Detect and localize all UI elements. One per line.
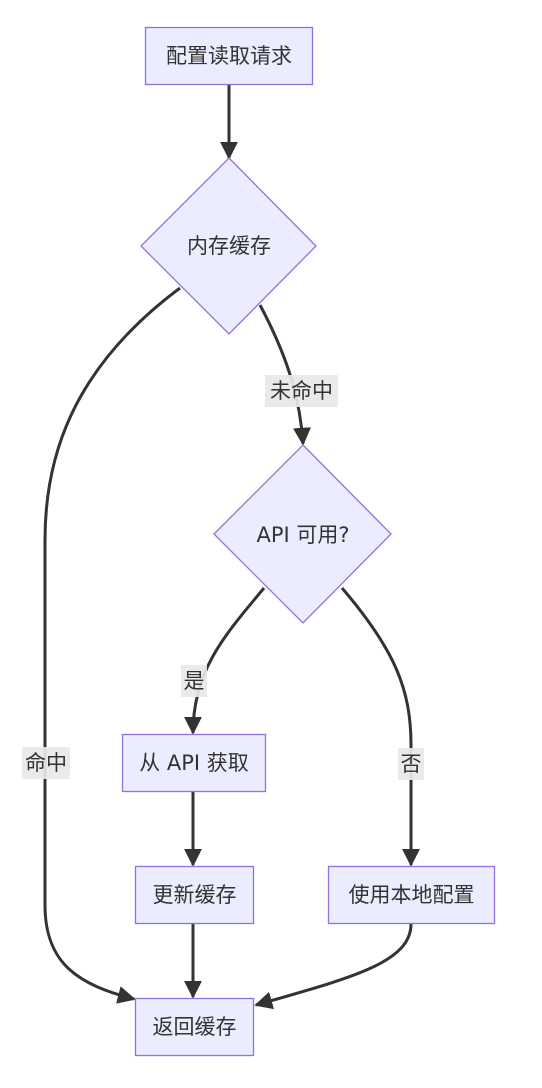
node-memory-cache[interactable]: 内存缓存 xyxy=(140,157,317,335)
edge-label-hit-text: 命中 xyxy=(25,751,67,775)
edge-label-hit: 命中 xyxy=(22,747,70,779)
node-start[interactable]: 配置读取请求 xyxy=(144,26,314,86)
node-use-local-label: 使用本地配置 xyxy=(349,883,475,907)
edge-api-available-to-fetch-api xyxy=(184,587,266,735)
node-update-cache[interactable]: 更新缓存 xyxy=(134,865,255,925)
node-use-local[interactable]: 使用本地配置 xyxy=(327,865,496,925)
edge-memory-cache-to-return-cache xyxy=(43,286,181,1004)
nodes: 配置读取请求 内存缓存 API 可用? 从 API 获取 更新缓存 使用本地配置… xyxy=(121,26,496,1057)
edges xyxy=(43,85,420,1010)
node-update-cache-label: 更新缓存 xyxy=(153,883,237,907)
edge-label-no-text: 否 xyxy=(401,752,422,776)
edge-label-no: 否 xyxy=(398,748,424,780)
node-api-available-label: API 可用? xyxy=(256,523,349,547)
edge-api-available-to-use-local xyxy=(340,587,420,867)
edge-memory-cache-to-api-available xyxy=(258,304,311,446)
edge-label-yes-text: 是 xyxy=(184,669,205,693)
edge-label-miss: 未命中 xyxy=(265,375,338,407)
edge-labels: 未命中 命中 是 否 xyxy=(22,375,424,780)
node-api-available[interactable]: API 可用? xyxy=(213,444,392,624)
node-fetch-api[interactable]: 从 API 获取 xyxy=(121,733,267,793)
node-return-cache-label: 返回缓存 xyxy=(153,1015,237,1039)
edge-label-miss-text: 未命中 xyxy=(270,379,333,403)
node-memory-cache-label: 内存缓存 xyxy=(187,234,271,258)
edge-use-local-to-return-cache xyxy=(254,923,413,1010)
edge-label-yes: 是 xyxy=(181,665,207,697)
node-return-cache[interactable]: 返回缓存 xyxy=(134,997,255,1057)
node-fetch-api-label: 从 API 获取 xyxy=(139,751,249,775)
node-start-label: 配置读取请求 xyxy=(166,44,292,68)
